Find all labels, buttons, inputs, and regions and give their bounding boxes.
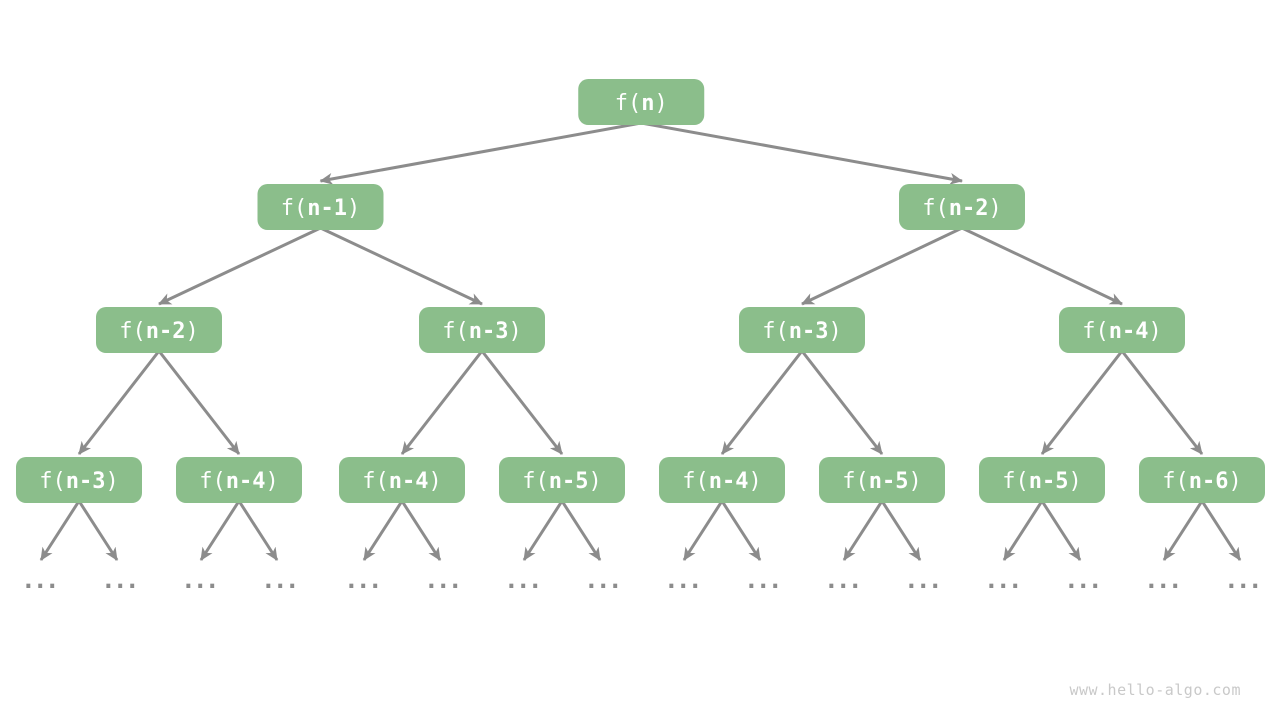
tree-node: f(n-5) [819,457,945,503]
edge-arrow [522,500,564,561]
leaf-edges: ........................................… [21,500,1262,594]
edge-arrow [157,350,241,455]
node-label: f(n-5) [1002,469,1082,494]
edge-arrow [400,350,484,455]
edge-arrow [800,350,884,455]
ellipsis: ... [101,566,137,594]
edges [77,121,1204,455]
ellipsis: ... [1064,566,1100,594]
ellipsis: ... [824,566,860,594]
node-label: f(n-4) [199,469,279,494]
node-label: f(n-5) [522,469,602,494]
edge-arrow [720,500,762,561]
node-box [979,457,1105,503]
tree-node: f(n-4) [1059,307,1185,353]
node-box [96,307,222,353]
edge-arrow [319,226,483,306]
ellipsis: ... [21,566,57,594]
tree-node: f(n-4) [339,457,465,503]
node-label: f(n-5) [842,469,922,494]
ellipsis: ... [261,566,297,594]
edge-arrow [319,121,642,185]
tree-node: f(n-5) [499,457,625,503]
edge-arrow [1040,350,1124,455]
node-box [1139,457,1265,503]
tree-node: f(n-4) [176,457,302,503]
edge-arrow [1002,500,1044,561]
ellipsis: ... [424,566,460,594]
edge-arrow [400,500,442,561]
ellipsis: ... [584,566,620,594]
node-label: f(n) [615,91,668,116]
tree-node: f(n-5) [979,457,1105,503]
ellipsis: ... [181,566,217,594]
edge-arrow [801,226,963,306]
node-box [257,184,384,230]
edge-arrow [842,500,884,561]
edge-arrow [961,226,1123,306]
node-label: f(n-4) [362,469,442,494]
edge-arrow [1162,500,1204,561]
node-box [659,457,785,503]
ellipsis: ... [504,566,540,594]
edge-arrow [880,500,922,561]
edge-arrow [682,500,724,561]
ellipsis: ... [664,566,700,594]
edge-arrow [1040,500,1082,561]
node-label: f(n-3) [39,469,119,494]
tree-node: f(n-4) [659,457,785,503]
edge-arrow [560,500,602,561]
node-label: f(n-4) [682,469,762,494]
tree-node: f(n-6) [1139,457,1265,503]
tree-node: f(n-2) [899,184,1025,230]
watermark-text: www.hello-algo.com [1069,681,1241,699]
edge-arrow [720,350,804,455]
node-box [176,457,302,503]
node-box [1059,307,1185,353]
ellipsis: ... [344,566,380,594]
edge-arrow [640,121,963,185]
edge-arrow [77,350,161,455]
node-box [339,457,465,503]
edge-arrow [362,500,404,561]
node-label: f(n-4) [1082,319,1162,344]
tree-node: f(n-2) [96,307,222,353]
ellipsis: ... [904,566,940,594]
edge-arrow [237,500,279,561]
edge-arrow [158,226,322,306]
node-box [819,457,945,503]
node-label: f(n-3) [442,319,522,344]
ellipsis: ... [744,566,780,594]
nodes: f(n) f(n-1) f(n-2) f(n-2) f(n-3) f(n-3) f(n-4)… [16,79,1265,503]
node-label: f(n-2) [922,196,1002,221]
node-label: f(n-3) [762,319,842,344]
ellipsis: ... [984,566,1020,594]
tree-node: f(n-3) [739,307,865,353]
edge-arrow [480,350,564,455]
edge-arrow [1200,500,1242,561]
tree-node: f(n-1) [257,184,384,230]
node-label: f(n-6) [1162,469,1242,494]
edge-arrow [77,500,119,561]
edge-arrow [39,500,81,561]
edge-arrow [199,500,241,561]
node-box [899,184,1025,230]
tree-node: f(n) [578,79,705,125]
node-box [16,457,142,503]
ellipsis: ... [1144,566,1180,594]
edge-arrow [1120,350,1204,455]
node-box [578,79,705,125]
ellipsis: ... [1224,566,1260,594]
node-box [499,457,625,503]
tree-node: f(n-3) [16,457,142,503]
node-box [739,307,865,353]
node-label: f(n-2) [119,319,199,344]
node-box [419,307,545,353]
node-label: f(n-1) [281,196,361,221]
tree-node: f(n-3) [419,307,545,353]
